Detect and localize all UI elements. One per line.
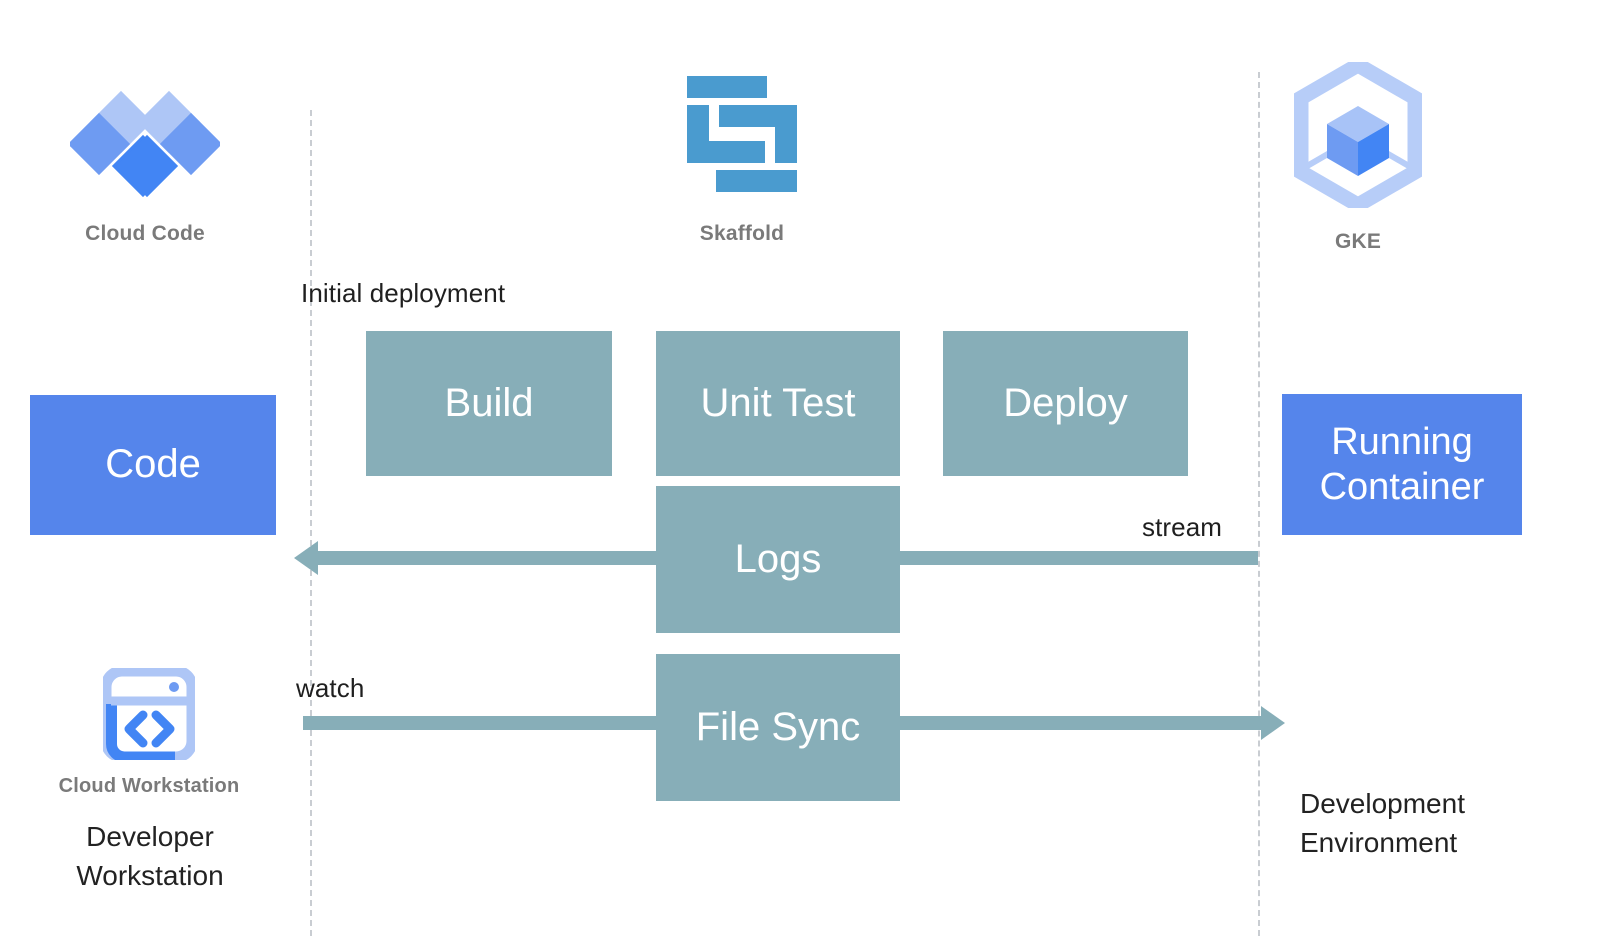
right-boundary <box>1258 72 1260 936</box>
skaffold-label: Skaffold <box>699 222 785 245</box>
developer-workstation-zone-label: Developer Workstation <box>30 818 270 895</box>
initial-deployment-label: Initial deployment <box>301 278 506 308</box>
developer-workstation-line1: Developer <box>86 821 214 852</box>
unit-test-node-label: Unit Test <box>700 380 856 425</box>
deploy-node-label: Deploy <box>1003 380 1128 425</box>
unit-test-node: Unit Test <box>656 331 900 476</box>
development-environment-zone-label: Development Environment <box>1300 785 1550 862</box>
deploy-node: Deploy <box>943 331 1188 476</box>
running-container-line1: Running <box>1331 420 1473 463</box>
running-container-node: Running Container <box>1282 394 1522 535</box>
cloud-code-label: Cloud Code <box>85 222 205 245</box>
code-node: Code <box>30 395 276 535</box>
development-environment-line2: Environment <box>1300 826 1458 858</box>
developer-workstation-line2: Workstation <box>76 859 224 891</box>
cloud-code-logo <box>67 82 223 212</box>
watch-arrow-head <box>1261 706 1285 740</box>
stream-arrow-head <box>294 541 318 575</box>
watch-label: watch <box>296 673 365 703</box>
cloud-workstation-logo <box>100 665 198 763</box>
left-boundary <box>310 110 312 936</box>
skaffold-logo <box>683 72 801 196</box>
running-container-line2: Container <box>1319 465 1485 508</box>
gke-label: GKE <box>1334 230 1382 253</box>
stream-label: stream <box>1142 512 1223 542</box>
cloud-workstation-label: Cloud Workstation <box>58 775 240 797</box>
development-environment-line1: Development <box>1300 788 1465 819</box>
logs-node-label: Logs <box>734 536 822 581</box>
file-sync-node-label: File Sync <box>695 704 861 749</box>
code-node-label: Code <box>105 442 201 487</box>
file-sync-node: File Sync <box>656 654 900 801</box>
logs-node: Logs <box>656 486 900 633</box>
gke-logo <box>1293 56 1423 214</box>
build-node-label: Build <box>444 380 534 425</box>
build-node: Build <box>366 331 612 476</box>
